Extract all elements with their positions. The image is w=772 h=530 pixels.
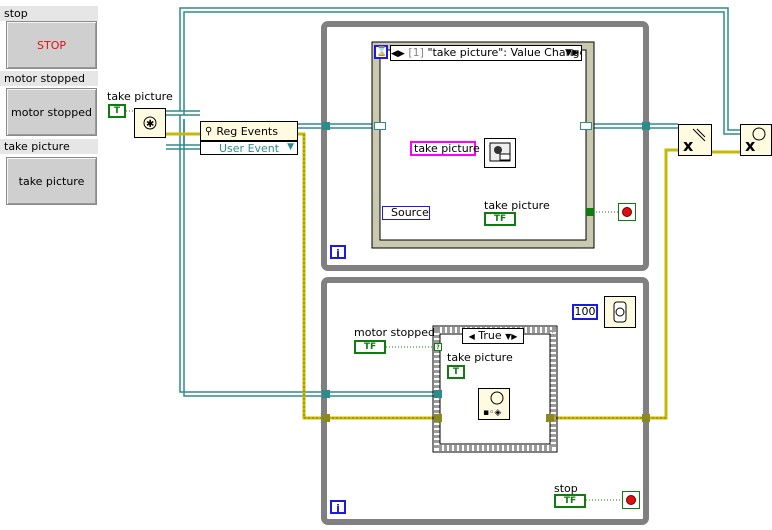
unregister-events-icon[interactable]: x bbox=[678, 124, 712, 156]
property-node-icon[interactable] bbox=[484, 138, 516, 168]
user-event-label: User Event bbox=[219, 141, 280, 155]
motor-stopped-button[interactable]: motor stopped bbox=[6, 88, 97, 136]
event-right-tunnel bbox=[580, 122, 592, 130]
case-selector-terminal: ? bbox=[434, 343, 442, 351]
motor-stopped-terminal[interactable]: TF bbox=[354, 340, 386, 354]
tunnel-error-case-left bbox=[434, 414, 442, 422]
chevron-down-icon[interactable]: ▼▶ bbox=[565, 48, 579, 58]
motor-stopped-label: motor stopped bbox=[354, 326, 435, 339]
tunnel-bool-event bbox=[586, 208, 594, 216]
destroy-user-event-icon[interactable]: x bbox=[740, 124, 772, 156]
generate-user-event-icon[interactable]: ▪◦◈ bbox=[478, 388, 510, 420]
reg-events-icon: ⚲ bbox=[205, 125, 213, 137]
event-case-name: "take picture": Value Change bbox=[427, 46, 582, 59]
svg-text:x: x bbox=[683, 136, 694, 155]
motor-stopped-control-label: motor stopped bbox=[0, 71, 98, 86]
take-picture-pink-ref[interactable]: take picture bbox=[410, 141, 480, 156]
reg-events-node[interactable]: ⚲ Reg Events bbox=[200, 121, 298, 141]
take-picture-button[interactable]: take picture bbox=[6, 157, 97, 205]
chevron-down-icon: ▼ bbox=[287, 142, 294, 152]
tunnel-error-left-loop2 bbox=[322, 414, 330, 422]
stop-bool-terminal[interactable]: TF bbox=[554, 494, 586, 508]
stop-terminal-icon[interactable] bbox=[622, 491, 640, 509]
tunnel-event-right-loop1 bbox=[642, 122, 650, 130]
tunnel-error-right-loop2 bbox=[642, 414, 650, 422]
ref-wire-bottom bbox=[179, 115, 482, 397]
take-picture-true-constant[interactable]: T bbox=[447, 365, 465, 379]
wait-ms-icon[interactable] bbox=[604, 296, 636, 328]
case-selector-value: True bbox=[478, 329, 502, 342]
ref-wire-reg bbox=[166, 110, 200, 150]
case-selector[interactable]: ◀ True ▼▶ bbox=[462, 328, 524, 344]
chevron-down-icon[interactable]: ▼▶ bbox=[505, 332, 518, 341]
while-loop-1-frame bbox=[321, 21, 649, 271]
loop1-iteration: i bbox=[330, 245, 346, 260]
event-left-tunnel bbox=[374, 122, 386, 130]
prev-case-icon[interactable]: ◀▶ bbox=[391, 49, 405, 59]
timeout-hourglass-icon: ⌛ bbox=[374, 45, 388, 59]
prev-case-icon[interactable]: ◀ bbox=[468, 332, 475, 341]
tunnel-error-case-right bbox=[546, 414, 554, 422]
tunnel-event-left-loop1 bbox=[322, 122, 330, 130]
take-picture-control-label: take picture bbox=[0, 139, 98, 154]
tunnel-ref-case bbox=[434, 390, 442, 398]
take-picture-bool-terminal[interactable]: TF bbox=[484, 212, 516, 226]
stop-terminal-icon[interactable] bbox=[618, 203, 636, 221]
while-loop-2-frame bbox=[321, 277, 649, 525]
take-picture-bool-label: take picture bbox=[484, 199, 550, 212]
svg-text:▪◦◈: ▪◦◈ bbox=[483, 408, 501, 418]
loop2-iteration: i bbox=[330, 500, 346, 515]
tunnel-ref-left-loop2 bbox=[322, 390, 330, 398]
event-wire-top bbox=[179, 7, 740, 135]
event-case-index: [1] bbox=[408, 46, 424, 59]
stop-control-label: stop bbox=[0, 6, 98, 21]
user-event-selector[interactable]: User Event ▼ bbox=[200, 141, 298, 155]
take-picture-inner-label: take picture bbox=[447, 351, 513, 364]
stop-button[interactable]: STOP bbox=[6, 21, 97, 69]
event-case-selector[interactable]: ◀▶ [1] "take picture": Value Change ▼▶ bbox=[390, 45, 582, 61]
wait-ms-constant[interactable]: 100 bbox=[572, 304, 598, 320]
svg-text:✱: ✱ bbox=[146, 119, 154, 130]
svg-text:x: x bbox=[745, 136, 756, 155]
stop-label: stop bbox=[554, 482, 578, 495]
user-event-icon[interactable]: ✱ bbox=[134, 108, 166, 138]
reg-events-label: Reg Events bbox=[216, 124, 278, 138]
take-picture-terminal[interactable]: T bbox=[108, 104, 126, 118]
take-picture-ref-label: take picture bbox=[107, 90, 173, 103]
source-node[interactable]: Source bbox=[382, 206, 430, 220]
